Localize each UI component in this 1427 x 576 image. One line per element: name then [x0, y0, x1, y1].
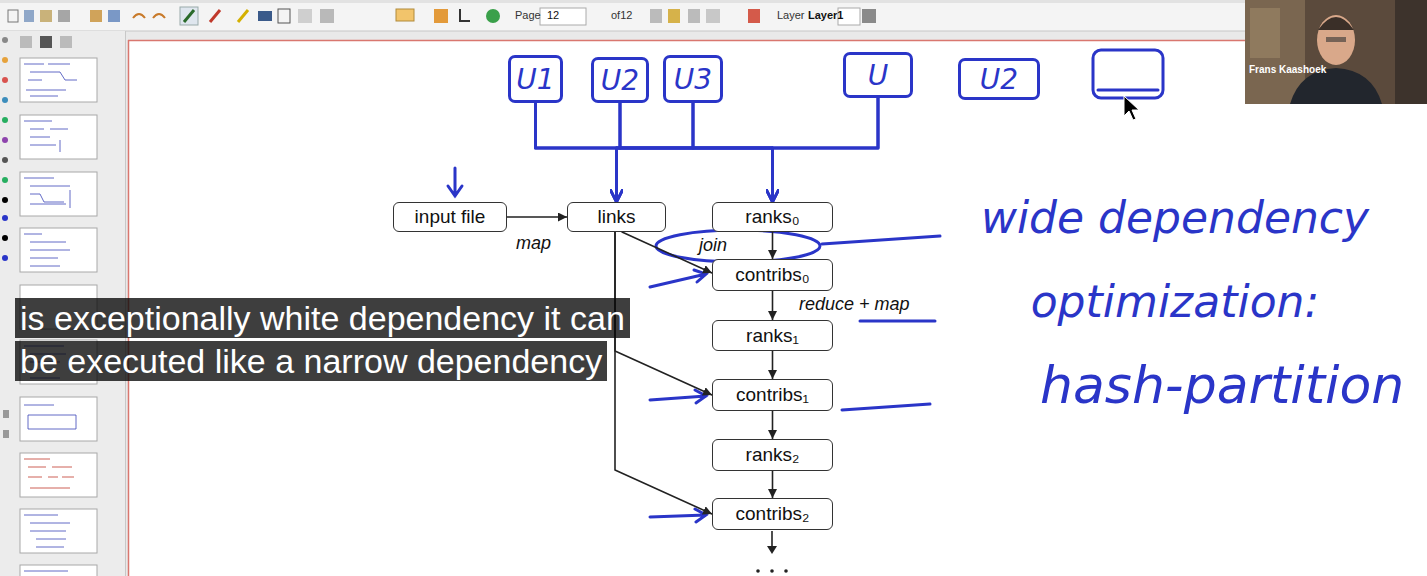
- box-text: links: [597, 206, 635, 228]
- connector: [615, 232, 712, 514]
- edge-label: reduce + map: [797, 294, 912, 315]
- connector: [772, 471, 774, 498]
- caption-text: is exceptionally white dependency it can…: [15, 298, 630, 381]
- video-caption: is exceptionally white dependency it can…: [15, 297, 645, 383]
- handwritten-box: U1: [508, 55, 563, 103]
- annotation-connector: [617, 103, 694, 202]
- handwritten-box: U2: [958, 58, 1040, 100]
- box-text: contribs₂: [736, 503, 810, 525]
- leader-stroke: [822, 236, 940, 244]
- arrow-stroke: [650, 270, 706, 287]
- connector: [772, 351, 774, 379]
- connector: [772, 291, 774, 320]
- handwritten-text: U2: [980, 63, 1018, 96]
- box-text: input file: [415, 206, 486, 228]
- ui-label: Layer: [777, 9, 805, 21]
- handwritten-box: U2: [591, 57, 649, 103]
- handwritten-note: hash-partition: [1040, 336, 1404, 435]
- annotation-connector: [620, 103, 773, 202]
- connector: [772, 411, 774, 439]
- box-text: contribs₀: [735, 264, 809, 286]
- empty-box-line: [1098, 89, 1158, 92]
- arrow-stroke: [448, 168, 462, 196]
- empty-box: [1093, 50, 1163, 98]
- ui-label: Layer1: [808, 9, 843, 21]
- connector: [772, 232, 774, 259]
- handwritten-text: U3: [674, 63, 712, 96]
- handwritten-text: U1: [516, 63, 554, 96]
- process-box: ranks₁: [712, 320, 833, 351]
- arrow-stroke: [650, 509, 706, 522]
- ui-label: 12: [547, 9, 559, 21]
- process-box: ranks₂: [712, 439, 833, 471]
- process-box: ranks₀: [712, 202, 833, 232]
- edge-label: map: [514, 233, 553, 254]
- mouse-cursor: [1124, 96, 1139, 120]
- box-text: contribs₁: [736, 384, 809, 406]
- ui-label: of12: [611, 9, 632, 21]
- webcam-view: [1245, 0, 1427, 104]
- box-text: ranks₂: [746, 444, 800, 466]
- box-text: ranks₁: [746, 325, 799, 347]
- process-box: contribs₁: [712, 379, 833, 411]
- process-box: contribs₀: [712, 259, 833, 291]
- ui-label: Page: [515, 9, 541, 21]
- process-box: contribs₂: [712, 498, 833, 530]
- handwritten-text: U: [868, 59, 889, 92]
- connector: [507, 216, 567, 218]
- ellipse-stroke: [656, 230, 820, 262]
- handwritten-box: U3: [663, 55, 723, 103]
- annotation-connector: [773, 98, 879, 202]
- handwritten-box: U: [843, 52, 913, 98]
- page-edge: [128, 40, 1427, 42]
- underline-stroke: [860, 320, 935, 323]
- annotation-connector: [693, 103, 773, 202]
- process-box: input file: [393, 202, 507, 232]
- arrow-stroke: [650, 390, 706, 403]
- annotation-connector: [536, 103, 773, 202]
- continuation: [756, 531, 788, 573]
- handwritten-text: U2: [601, 64, 639, 97]
- handwritten-note: wide dependency optimization:: [950, 176, 1400, 343]
- edge-label: join: [697, 235, 729, 256]
- leader-stroke: [842, 404, 930, 410]
- annotation-connector: [536, 103, 617, 202]
- annotation-connector: [617, 98, 879, 202]
- process-box: links: [567, 202, 666, 232]
- ui-label: Frans Kaashoek: [1249, 64, 1326, 75]
- box-text: ranks₀: [745, 206, 799, 228]
- toolbar: [0, 0, 1427, 31]
